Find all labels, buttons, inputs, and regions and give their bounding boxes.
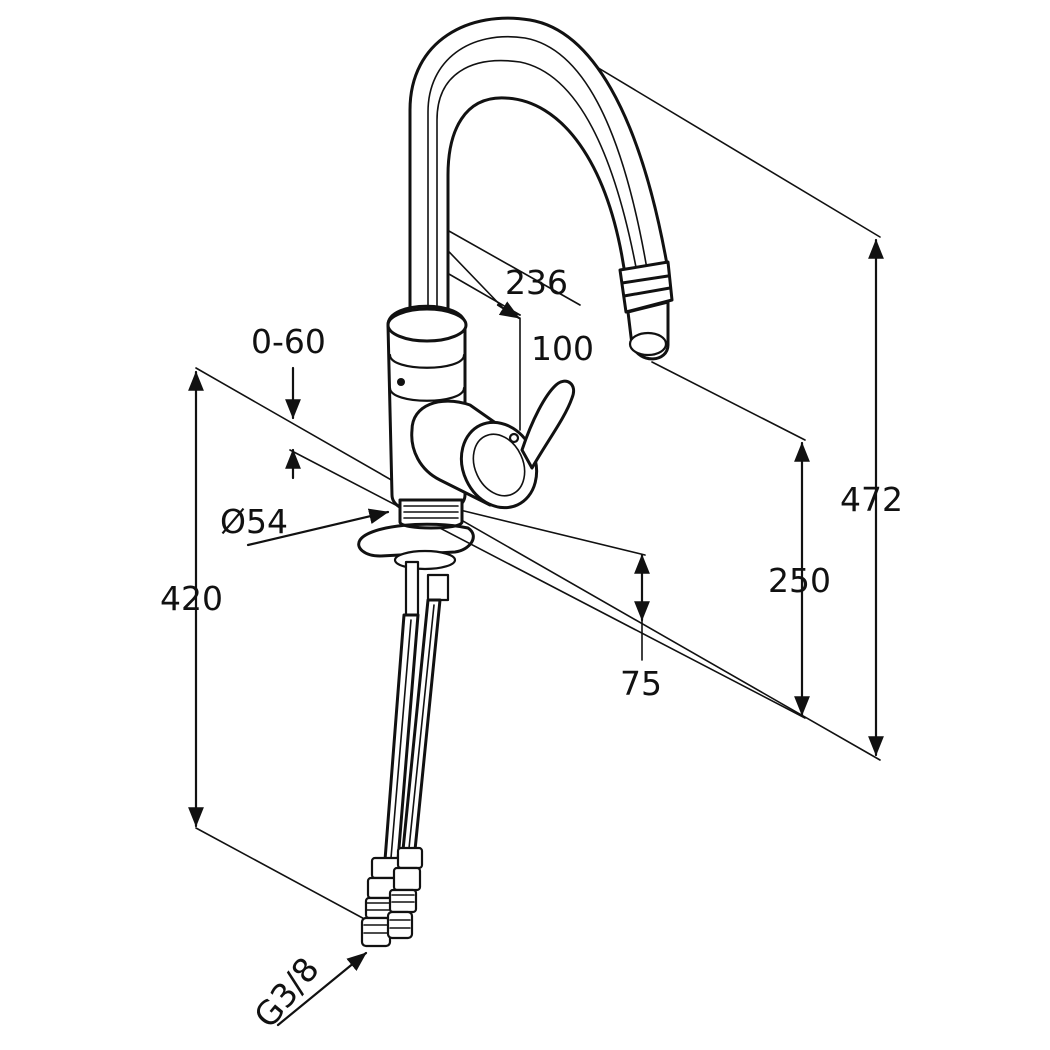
label-total-height: 472 <box>840 480 903 519</box>
supply-hoses <box>360 560 450 948</box>
label-base-diameter: Ø54 <box>220 502 288 541</box>
dim-thread-leader <box>276 951 368 1027</box>
gooseneck-spout <box>408 16 674 361</box>
spray-head <box>618 260 674 314</box>
label-swivel-range: 0-60 <box>251 322 326 361</box>
label-spout-reach: 236 <box>505 263 568 302</box>
ext-line-420-bottom <box>195 827 371 923</box>
dimension-labels: 236 100 0-60 Ø54 420 75 250 472 G3/8 <box>160 263 903 1035</box>
dim-diameter-leader <box>246 508 390 547</box>
label-spout-outlet-height: 250 <box>768 561 831 600</box>
label-body-height: 75 <box>620 664 662 703</box>
ext-line-counter-top <box>195 367 881 761</box>
hose-fitting-right <box>386 846 424 940</box>
ext-line-counter-lower <box>289 449 806 719</box>
lever-handle <box>520 379 575 470</box>
dim-236-line <box>432 221 581 306</box>
label-lever-clearance: 100 <box>531 329 594 368</box>
label-connection-thread: G3/8 <box>246 950 326 1035</box>
dim-100-arrow-b <box>496 301 521 320</box>
ext-line-75-top <box>459 509 646 556</box>
ext-line-outlet <box>651 361 806 441</box>
label-max-counter-thickness: 420 <box>160 579 223 618</box>
extension-lines <box>195 32 881 923</box>
faucet-body <box>357 304 575 571</box>
dimension-arrows <box>188 214 884 1027</box>
base-plate <box>357 522 475 558</box>
